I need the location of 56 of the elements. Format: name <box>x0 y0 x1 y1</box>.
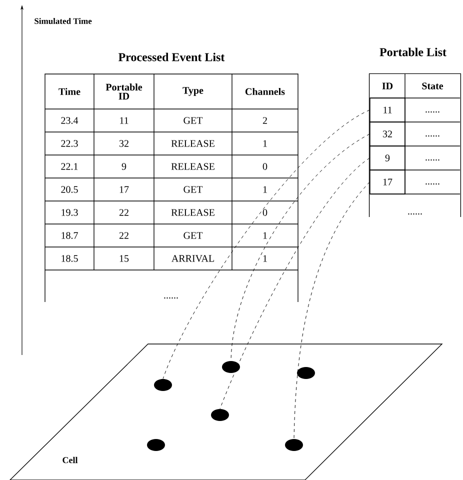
table-cell: 17 <box>120 186 129 193</box>
dot <box>297 367 315 379</box>
dot <box>154 379 172 391</box>
table-cell: 0 <box>262 163 268 170</box>
table-cell: 9 <box>122 163 126 170</box>
dots: ...... <box>426 135 440 137</box>
table-cell: Time <box>58 88 80 96</box>
table-cell: 22 <box>119 209 128 216</box>
id-cell: 32 <box>370 122 406 146</box>
id-cell: 11 <box>370 98 406 122</box>
leader-line <box>220 158 370 410</box>
table-cell: 32 <box>119 140 128 147</box>
dots: ...... <box>164 297 178 299</box>
table-cell: 22.1 <box>61 163 78 170</box>
dot <box>222 361 240 373</box>
dots: ...... <box>408 213 422 215</box>
dot <box>147 439 165 451</box>
id-cell: 9 <box>370 146 406 170</box>
table-cell: Channels <box>245 88 285 96</box>
table-cell: 22.3 <box>61 140 78 147</box>
table-cell: 20.5 <box>61 186 78 193</box>
table-cell: RELEASE <box>171 140 214 147</box>
table-cell: 2 <box>262 117 267 124</box>
table-title: Processed Event List <box>118 52 225 62</box>
table-cell: Portable ID <box>106 84 142 100</box>
table-cell: GET <box>184 186 203 193</box>
leader-line <box>162 110 370 380</box>
table-cell: 1 <box>263 232 267 239</box>
table-cell: 15 <box>120 255 129 262</box>
table-cell: Type <box>182 87 204 96</box>
axis-label: Simulated Time <box>34 18 92 24</box>
table-cell: 22 <box>119 232 128 239</box>
table-cell: ARRIVAL <box>172 255 214 262</box>
dots: ...... <box>426 159 440 161</box>
dot <box>285 439 303 451</box>
table-cell: 18.7 <box>62 232 78 239</box>
dots: ...... <box>426 183 440 185</box>
table-cell: 19.3 <box>62 209 78 216</box>
id-cell: 17 <box>370 170 406 194</box>
table-cell: 23.4 <box>61 117 78 124</box>
leader-line <box>294 182 370 440</box>
table-cell: 11 <box>120 117 128 124</box>
table-cell: 1 <box>263 255 267 262</box>
dots: ...... <box>426 111 440 113</box>
table-cell: 1 <box>263 140 267 147</box>
dot <box>211 409 229 421</box>
table-cell: 18.5 <box>62 255 78 262</box>
table-cell: State <box>422 82 444 90</box>
table-cell: RELEASE <box>171 163 214 170</box>
table-cell: 0 <box>262 209 268 216</box>
table-cell: 1 <box>263 186 267 193</box>
table-cell: GET <box>184 117 203 124</box>
leader-line <box>230 134 370 362</box>
table-cell: GET <box>184 232 203 239</box>
table-cell: RELEASE <box>171 209 214 216</box>
table-title: Portable List <box>380 48 446 56</box>
